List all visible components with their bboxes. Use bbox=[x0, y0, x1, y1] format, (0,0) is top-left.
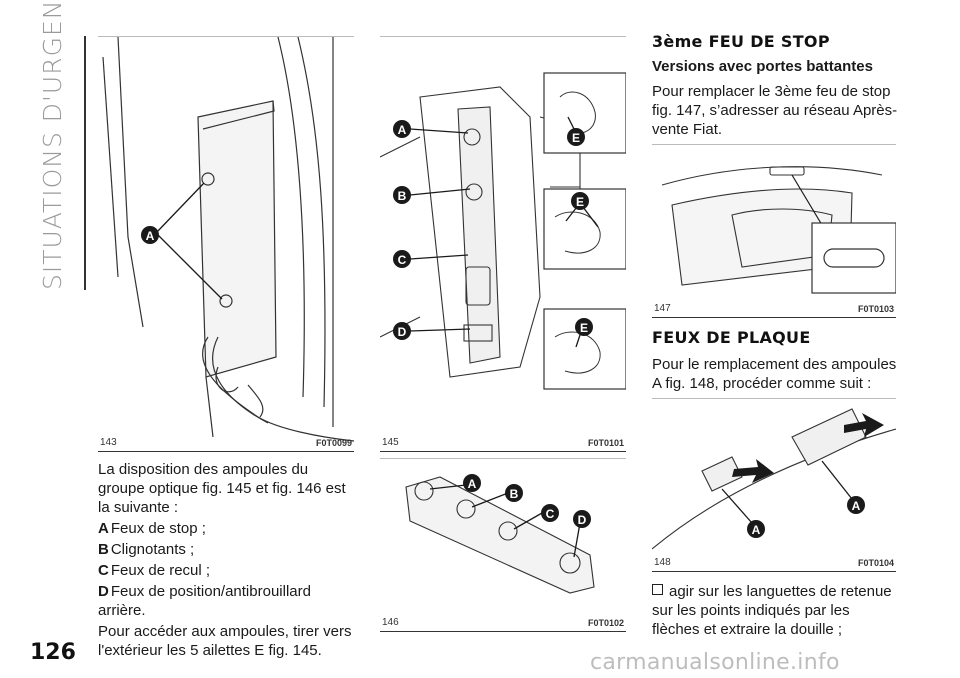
side-title-text: SITUATIONS D'URGENCE bbox=[38, 0, 67, 290]
subsection-title: Versions avec portes battantes bbox=[652, 58, 873, 75]
col3-stop-section: 3ème FEU DE STOP Versions avec portes ba… bbox=[652, 32, 898, 141]
access-instructions: Pour accéder aux ampoules, tirer vers l'… bbox=[98, 623, 352, 659]
figure-145: A B C D E E E 145 F0T0101 bbox=[380, 36, 626, 452]
figure-number: 147 bbox=[654, 303, 671, 314]
figure-148: A A 148 F0T0104 bbox=[652, 398, 896, 572]
label-c: C bbox=[546, 507, 555, 521]
section-title-third-stop: 3ème FEU DE STOP bbox=[652, 32, 830, 51]
arrow-icon bbox=[732, 459, 774, 483]
figure-code: F0T0104 bbox=[857, 558, 894, 568]
figure-code: F0T0103 bbox=[857, 304, 894, 314]
figure-146: A B C D 146 F0T0102 bbox=[380, 458, 626, 632]
page-number: 126 bbox=[30, 640, 76, 665]
figure-code: F0T0101 bbox=[587, 438, 624, 448]
figure-143-illustration: A bbox=[102, 37, 354, 442]
figure-147-illustration bbox=[661, 166, 896, 294]
label-b: B bbox=[510, 487, 519, 501]
label-d: D bbox=[578, 513, 587, 527]
stop-text: Pour remplacer le 3ème feu de stop fig. … bbox=[652, 83, 898, 138]
plate-text: Pour le remplacement des ampoules A fig.… bbox=[652, 356, 897, 392]
figure-145-illustration: A B C D E E E bbox=[380, 72, 626, 390]
section-title-plate-lights: FEUX DE PLAQUE bbox=[652, 328, 811, 347]
figure-number: 143 bbox=[100, 437, 117, 448]
label-a: A bbox=[146, 229, 155, 243]
label-c: C bbox=[398, 253, 407, 267]
figure-143: A 143 F0T0099 bbox=[98, 36, 354, 452]
figure-code: F0T0099 bbox=[315, 438, 352, 448]
figure-number: 146 bbox=[382, 617, 399, 628]
arrow-icon bbox=[844, 413, 884, 437]
figure-number: 148 bbox=[654, 557, 671, 568]
label-a: A bbox=[468, 477, 477, 491]
step-text: agir sur les languettes de retenue sur l… bbox=[652, 583, 892, 638]
label-e-2: E bbox=[576, 195, 584, 209]
figure-code: F0T0102 bbox=[587, 618, 624, 628]
label-d: D bbox=[398, 325, 407, 339]
col1-text: La disposition des ampoules du groupe op… bbox=[98, 460, 354, 662]
figure-146-illustration: A B C D bbox=[405, 474, 595, 594]
label-e-1: E bbox=[572, 131, 580, 145]
label-b: B bbox=[398, 189, 407, 203]
label-a-2: A bbox=[852, 499, 861, 513]
label-a-marker bbox=[141, 226, 159, 244]
bulb-layout-intro: La disposition des ampoules du groupe op… bbox=[98, 461, 346, 516]
figure-148-illustration: A A bbox=[652, 408, 896, 550]
watermark: carmanualsonline.info bbox=[590, 650, 840, 675]
side-rule bbox=[84, 36, 86, 290]
label-e-3: E bbox=[580, 321, 588, 335]
checkbox-bullet-icon bbox=[652, 584, 663, 595]
figure-number: 145 bbox=[382, 437, 399, 448]
side-section-title: SITUATIONS D'URGENCE bbox=[24, 0, 84, 290]
label-a-1: A bbox=[752, 523, 761, 537]
col3-step: agir sur les languettes de retenue sur l… bbox=[652, 582, 898, 641]
col3-plate-section: FEUX DE PLAQUE Pour le remplacement des … bbox=[652, 328, 898, 395]
figure-147: 147 F0T0103 bbox=[652, 144, 896, 318]
label-a: A bbox=[398, 123, 407, 137]
